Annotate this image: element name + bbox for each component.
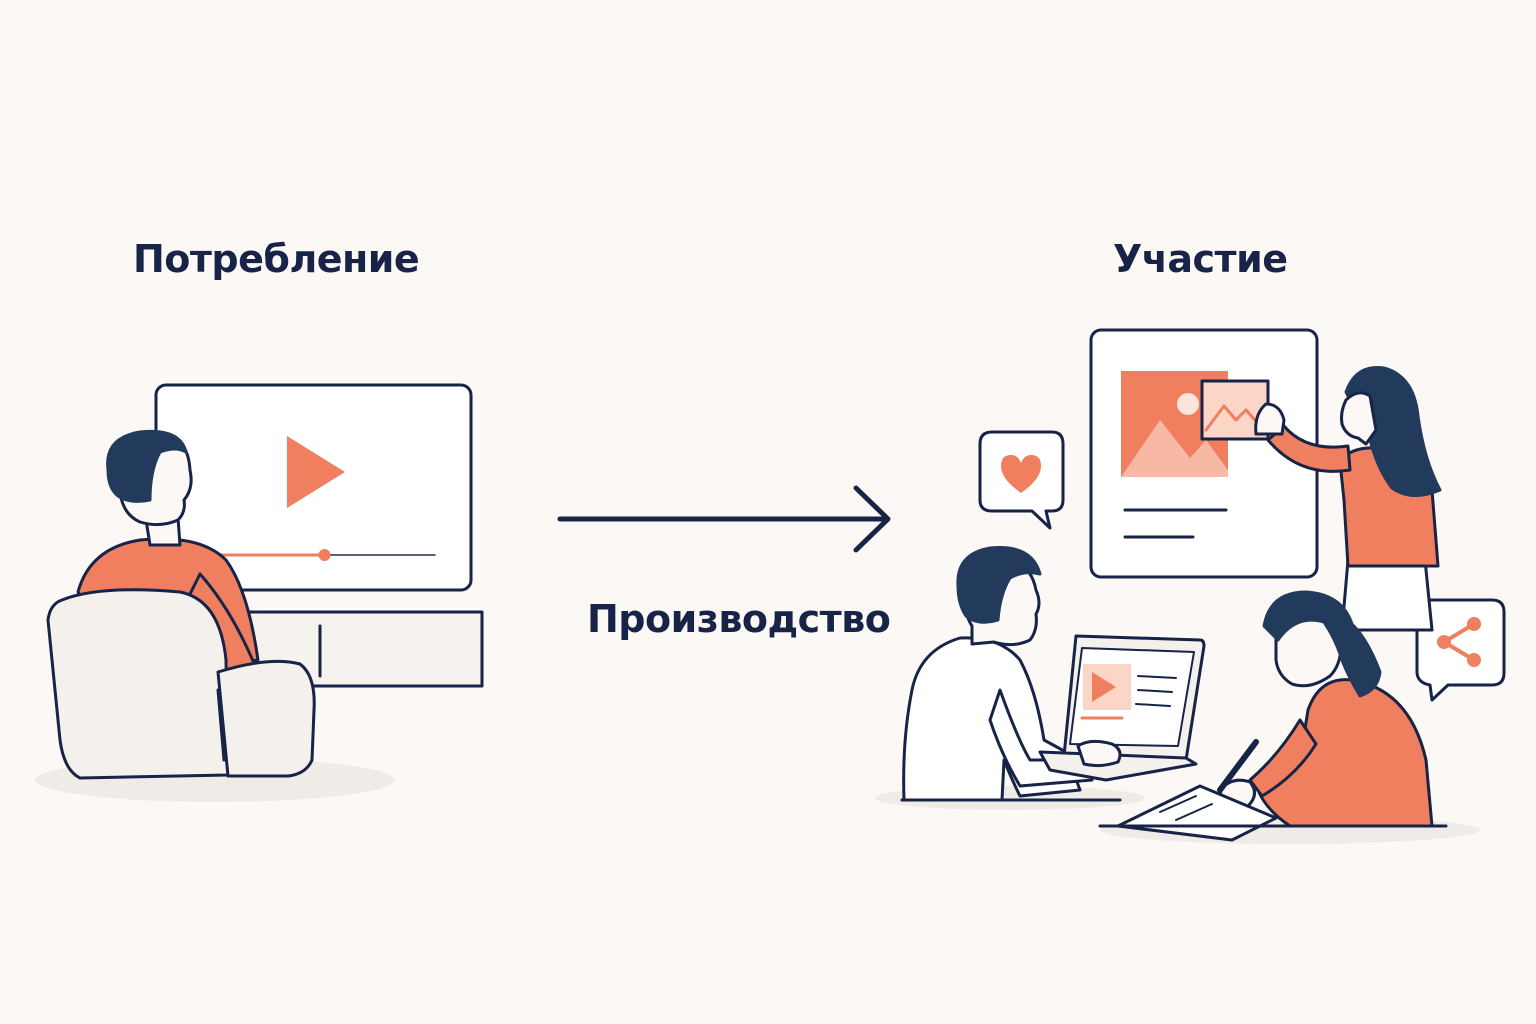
standing-woman-face — [1340, 391, 1378, 446]
standing-woman-legs — [1340, 558, 1434, 632]
heart-icon — [1001, 455, 1041, 493]
laptop-text-2 — [1137, 689, 1173, 693]
share-bubble — [1415, 598, 1506, 702]
share-node-2 — [1467, 617, 1481, 631]
laptop-man — [902, 546, 1094, 802]
armchair-seam — [216, 688, 226, 762]
paper-line-2 — [1175, 803, 1213, 821]
stage-label-consumption: Потребление — [133, 237, 420, 281]
play-icon — [287, 436, 345, 508]
image-icon-sun — [1177, 393, 1199, 415]
standing-woman-hand — [1254, 402, 1286, 436]
paper-line-1 — [1159, 795, 1197, 813]
laptop-play-icon — [1092, 672, 1116, 702]
consumption-scene — [35, 383, 484, 802]
armchair — [46, 588, 316, 780]
writing-woman-arm — [1248, 718, 1318, 798]
stage-label-production: Производство — [587, 597, 891, 641]
laptop-man-hair — [956, 546, 1042, 624]
writing-woman — [1217, 590, 1434, 828]
armchair-back — [46, 588, 230, 780]
share-node-3 — [1467, 653, 1481, 667]
viewer-hair — [106, 429, 188, 503]
arrow-head — [853, 485, 891, 553]
participation-scene — [875, 328, 1506, 844]
standing-woman — [1254, 366, 1442, 632]
pen — [1217, 739, 1259, 793]
laptop-man-hands — [1076, 739, 1122, 768]
stage-label-participation: Участие — [1113, 237, 1288, 281]
heart-bubble — [978, 430, 1065, 530]
image-card-mountains — [1204, 404, 1264, 432]
video-progress-knob — [318, 549, 331, 561]
share-node-1 — [1437, 635, 1451, 649]
laptop — [1038, 634, 1206, 782]
image-icon-mountains — [1121, 420, 1228, 477]
laptop-text-1 — [1137, 675, 1177, 679]
tv — [154, 383, 473, 592]
writing-woman-hair — [1262, 590, 1382, 698]
share-icon — [1437, 617, 1481, 667]
laptop-text-3 — [1135, 703, 1171, 707]
armchair-arm — [216, 659, 316, 778]
laptop-keyboard — [1038, 750, 1198, 782]
arrow-right-icon — [557, 485, 891, 553]
